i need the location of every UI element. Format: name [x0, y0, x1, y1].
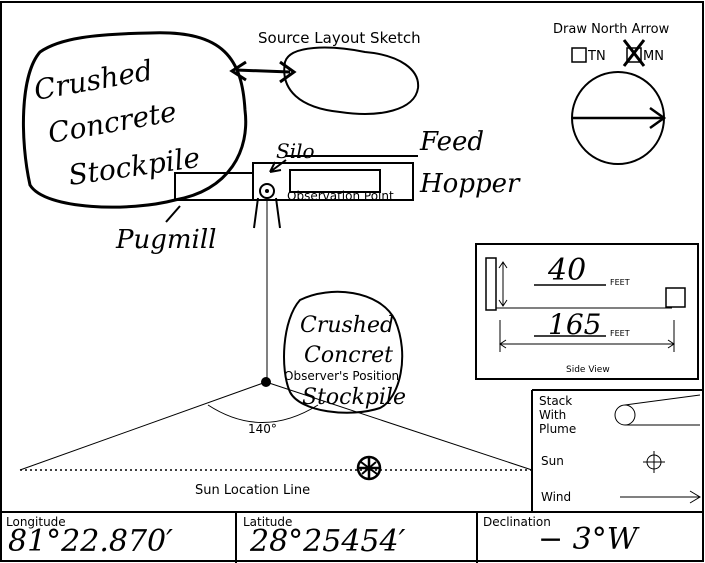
sketch-title: Source Layout Sketch — [258, 29, 421, 47]
source-outline — [283, 46, 420, 115]
stockpile-outline-top — [21, 31, 248, 209]
side-view-height-unit: FEET — [610, 278, 630, 287]
declination-value[interactable]: − 3°W — [538, 522, 638, 557]
mn-checkbox[interactable] — [626, 47, 642, 63]
side-view-height-arrow — [498, 261, 508, 307]
legend-stack-line1: Stack — [539, 394, 572, 408]
tn-checkbox[interactable] — [571, 47, 587, 63]
angle-label: 140° — [248, 422, 277, 436]
legend-plume-icon — [624, 394, 701, 426]
sun-marker-scribble — [360, 461, 378, 475]
north-arrow-title: Draw North Arrow — [553, 22, 670, 37]
legend-sun-cross — [643, 451, 665, 473]
longitude-value[interactable]: 81°22.870′ — [8, 524, 173, 559]
feed-hopper-line2: Hopper — [419, 169, 521, 199]
side-view-distance-arrow — [499, 339, 675, 349]
silo-handwriting: Silo — [276, 139, 315, 163]
declination-label: Declination — [483, 515, 551, 529]
side-view-stack — [485, 257, 497, 311]
side-view-height-value: 40 — [547, 253, 586, 288]
longitude-label: Longitude — [6, 515, 66, 529]
stockpile-bottom-line1: Crushed — [300, 313, 394, 338]
stockpile-top-line3: Stockpile — [66, 141, 202, 192]
observation-point-marker — [259, 183, 275, 199]
hopper-inner — [289, 169, 381, 193]
side-view-observer-box — [665, 287, 686, 308]
legend-stack-line3: Plume — [539, 422, 576, 436]
angle-ray-left — [19, 381, 267, 471]
feed-hopper-line1: Feed — [419, 127, 484, 157]
arrow-head-left — [229, 60, 247, 82]
observer-position-label: Observer's Position — [284, 369, 399, 383]
structure-legs — [253, 197, 281, 229]
side-view-label: Side View — [566, 365, 610, 375]
legend-wind-arrow — [620, 490, 701, 504]
legend-stack-line2: With — [539, 408, 566, 422]
stockpile-top-line2: Concrete — [45, 95, 179, 150]
latitude-label: Latitude — [243, 515, 293, 529]
stockpile-top-line1: Crushed — [31, 54, 155, 107]
angle-arc — [207, 404, 319, 423]
double-arrow — [235, 68, 291, 74]
mn-check-mark — [622, 39, 646, 67]
sun-location-line-label: Sun Location Line — [195, 483, 310, 498]
stockpile-outline-bottom — [283, 290, 404, 414]
observation-point-label: Observation Point — [287, 189, 394, 203]
mn-label: MN — [643, 49, 664, 64]
north-arrow-head — [649, 106, 667, 130]
tn-label: TN — [587, 49, 606, 64]
angle-ray-right — [265, 381, 533, 471]
pugmill-leader — [165, 205, 181, 223]
latitude-value[interactable]: 28°25454′ — [250, 524, 406, 559]
pugmill-handwriting: Pugmill — [115, 225, 216, 255]
stockpile-bottom-line2: Concret — [304, 343, 393, 368]
hopper-box — [252, 162, 414, 201]
legend-wind-label: Wind — [541, 490, 571, 504]
observation-point-dot — [265, 189, 269, 193]
legend-stack-icon — [614, 404, 636, 426]
side-view-box — [475, 243, 699, 380]
side-view-distance-unit: FEET — [610, 329, 630, 338]
legend-sun-label: Sun — [541, 454, 564, 468]
stockpile-bottom-line3: Stockpile — [302, 385, 406, 410]
